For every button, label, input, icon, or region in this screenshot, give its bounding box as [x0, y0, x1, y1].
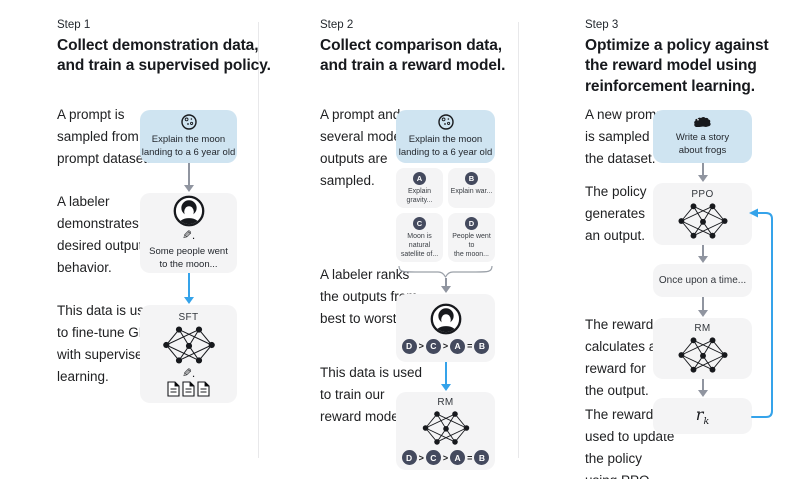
labeler-output-text: Some people went to the moon... [149, 245, 228, 270]
prompt-text: Explain the moon landing to a 6 year old [398, 134, 493, 158]
ranking-row: D > C > A = B [401, 338, 490, 354]
prompt-text: Write a story about frogs [675, 132, 730, 156]
rm-model-box: RM D > C > A [396, 392, 495, 471]
step-2-title: Collect comparison data, and train a rew… [320, 37, 506, 75]
output-c-box: C Moon is natural satellite of... [396, 213, 443, 263]
prompt-box: Explain the moon landing to a 6 year old [396, 110, 495, 163]
model-outputs-grid: A Explain gravity... B Explain war... C … [396, 168, 495, 263]
labeler-box: ✎. Some people went to the moon... [140, 193, 237, 273]
output-b-text: Explain war... [450, 188, 493, 195]
output-c-badge: C [413, 217, 426, 231]
rank-circle: D [401, 450, 417, 466]
output-a-box: A Explain gravity... [396, 168, 443, 209]
sft-label: SFT [178, 311, 199, 323]
arrow-down-icon [183, 163, 194, 192]
pencil-icon: ✎. [181, 365, 196, 380]
rank-separator: = [467, 341, 473, 352]
step-1-flow: Explain the moon landing to a 6 year old… [140, 110, 237, 403]
step-2-caption-sampled: A prompt and several model outputs are s… [320, 107, 405, 188]
arrow-down-icon [183, 273, 194, 304]
step-3-title: Optimize a policy against the reward mod… [585, 37, 769, 95]
feedback-arrow-icon [749, 208, 773, 418]
neural-network-icon [677, 337, 728, 373]
policy-output-text: Once upon a time... [658, 275, 747, 286]
labeler-icon [430, 303, 461, 335]
rank-separator: > [442, 452, 449, 463]
ranking-row: D > C > A = B [401, 450, 490, 466]
labeler-ranking-box: D > C > A = B [396, 294, 495, 363]
column-divider [518, 22, 519, 458]
reward-value: rk [695, 404, 710, 428]
output-d-badge: D [465, 217, 478, 231]
rank-circle: D [401, 338, 417, 354]
step-1-label: Step 1 [57, 19, 91, 31]
moon-icon [437, 114, 454, 131]
rm-label: RM [437, 397, 454, 409]
moon-icon [180, 114, 197, 131]
step-2-flow: Explain the moon landing to a 6 year old… [396, 110, 495, 471]
sft-model-box: SFT ✎. [140, 305, 237, 403]
rank-circle: C [425, 338, 441, 354]
neural-network-icon [422, 411, 469, 446]
step-3-flow: Write a story about frogs PPO [653, 110, 752, 434]
output-b-badge: B [465, 172, 478, 185]
step-3-caption-policy: The policy generates an output. [585, 184, 647, 243]
step-3-label: Step 3 [585, 19, 619, 31]
rank-circle: A [450, 450, 466, 466]
frog-icon [694, 117, 711, 128]
rank-circle: B [474, 338, 490, 354]
arrow-down-icon [697, 379, 708, 397]
step-2-label: Step 2 [320, 19, 354, 31]
neural-network-icon [162, 325, 215, 364]
output-d-box: D People went to the moon... [448, 213, 495, 263]
output-a-badge: A [413, 172, 426, 185]
reward-box: rk [653, 398, 752, 434]
rank-circle: C [425, 450, 441, 466]
step-2-caption-train-rm: This data is used to train our reward mo… [320, 365, 423, 424]
prompt-text: Explain the moon landing to a 6 year old [141, 134, 236, 158]
neural-network-icon [677, 202, 728, 239]
output-d-text: People went to the moon... [452, 233, 491, 259]
rank-separator: > [418, 452, 424, 463]
prompt-box: Write a story about frogs [653, 110, 752, 163]
ppo-model-box: PPO [653, 183, 752, 245]
rank-circle: A [450, 338, 466, 354]
arrow-down-icon [697, 297, 708, 317]
column-divider [258, 22, 259, 458]
arrow-down-icon [440, 278, 451, 294]
labeler-icon [173, 195, 204, 227]
rm-label: RM [694, 323, 711, 334]
rm-model-box: RM [653, 318, 752, 379]
ppo-label: PPO [691, 188, 714, 200]
arrow-down-icon [440, 362, 451, 392]
output-a-text: Explain gravity... [406, 188, 433, 205]
arrow-down-icon [697, 163, 708, 182]
output-c-text: Moon is natural satellite of... [400, 233, 439, 259]
arrow-down-icon [697, 245, 708, 263]
rank-separator: > [442, 341, 449, 352]
step-1-title: Collect demonstration data, and train a … [57, 37, 271, 75]
documents-icon [166, 380, 210, 397]
prompt-box: Explain the moon landing to a 6 year old [140, 110, 237, 163]
rank-separator: = [467, 452, 473, 463]
step-1-caption-prompt: A prompt is sampled from our prompt data… [57, 107, 162, 166]
pencil-icon: ✎. [181, 227, 196, 242]
output-b-box: B Explain war... [448, 168, 495, 209]
step-1-caption-labeler: A labeler demonstrates the desired outpu… [57, 194, 161, 275]
policy-output-box: Once upon a time... [653, 264, 752, 297]
brace-icon [398, 266, 493, 279]
rank-circle: B [474, 450, 490, 466]
rank-separator: > [418, 341, 424, 352]
